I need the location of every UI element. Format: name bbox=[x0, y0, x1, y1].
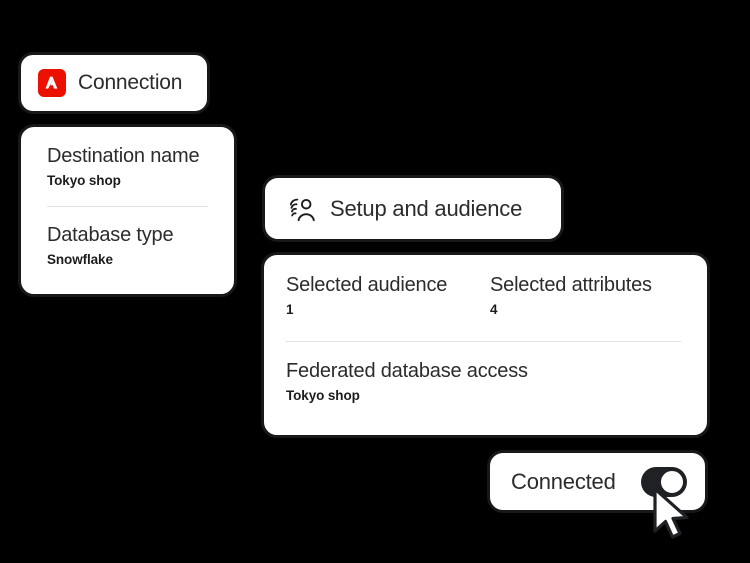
destination-card: Destination name Tokyo shop Database typ… bbox=[18, 124, 237, 297]
selected-attributes-stat: Selected attributes 4 bbox=[490, 274, 652, 317]
connected-label: Connected bbox=[511, 468, 616, 494]
destination-name-value: Tokyo shop bbox=[47, 173, 121, 188]
selected-audience-label: Selected audience bbox=[286, 274, 448, 296]
audience-people-icon bbox=[289, 198, 315, 221]
setup-and-audience-card[interactable]: Setup and audience bbox=[262, 175, 564, 242]
connection-label: Connection bbox=[78, 71, 183, 94]
audience-stats-row: Selected audience 1 Selected attributes … bbox=[286, 274, 681, 317]
audience-details-card: Selected audience 1 Selected attributes … bbox=[261, 252, 710, 438]
selected-attributes-value: 4 bbox=[490, 302, 498, 317]
selected-audience-stat: Selected audience 1 bbox=[286, 274, 490, 317]
toggle-switch-icon[interactable] bbox=[641, 466, 687, 497]
database-type-value: Snowflake bbox=[47, 252, 113, 267]
database-type-field: Database type Snowflake bbox=[47, 224, 214, 267]
audience-divider bbox=[286, 341, 681, 342]
destination-name-field: Destination name Tokyo shop bbox=[47, 145, 214, 188]
destination-name-label: Destination name bbox=[47, 145, 200, 167]
setup-and-audience-label: Setup and audience bbox=[330, 195, 523, 221]
federated-database-access-label: Federated database access bbox=[286, 360, 528, 382]
selected-audience-value: 1 bbox=[286, 302, 294, 317]
database-type-label: Database type bbox=[47, 224, 174, 246]
selected-attributes-label: Selected attributes bbox=[490, 274, 652, 296]
federated-database-access-field: Federated database access Tokyo shop bbox=[286, 360, 681, 403]
connected-status-card[interactable]: Connected bbox=[487, 450, 708, 513]
adobe-logo-icon bbox=[38, 69, 66, 97]
federated-database-access-value: Tokyo shop bbox=[286, 388, 360, 403]
connection-card[interactable]: Connection bbox=[18, 52, 210, 114]
toggle-knob[interactable] bbox=[659, 468, 685, 495]
destination-divider bbox=[47, 206, 208, 207]
